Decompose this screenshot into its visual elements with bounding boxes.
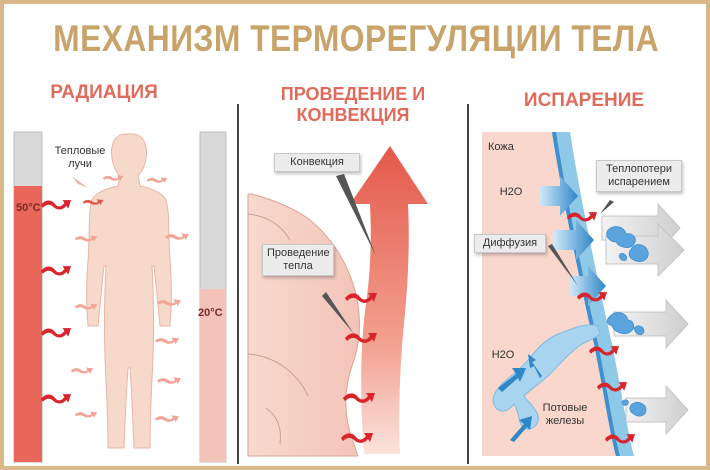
diagram-artwork bbox=[13, 131, 689, 463]
heat-wave-arrow bbox=[40, 266, 72, 276]
heat-wave-arrow bbox=[40, 394, 72, 404]
page-title: МЕХАНИЗМ ТЕРМОРЕГУЛЯЦИИ ТЕЛА bbox=[53, 18, 660, 59]
sweat-flow-arrow bbox=[528, 354, 542, 378]
label-pointer bbox=[72, 176, 88, 188]
label-pointer bbox=[336, 174, 376, 256]
convection-callout: Конвекция bbox=[274, 153, 360, 172]
thermometer-hot bbox=[13, 131, 43, 463]
section-divider-left bbox=[237, 104, 239, 464]
evaporation-arrow bbox=[613, 298, 689, 350]
human-silhouette bbox=[86, 133, 172, 449]
back-line bbox=[265, 407, 281, 445]
label-pointer bbox=[600, 200, 614, 214]
thermometer-cool bbox=[199, 131, 227, 463]
section-title-evaporation: ИСПАРЕНИЕ bbox=[523, 90, 645, 111]
heat-wave-arrow bbox=[40, 200, 72, 210]
sweat-flow-arrow bbox=[510, 416, 532, 442]
torso-outline bbox=[247, 193, 360, 457]
heat-rays-label: Тепловые лучи bbox=[54, 145, 106, 170]
convection-arrow bbox=[350, 146, 428, 454]
heat-ray-arrow bbox=[102, 175, 124, 182]
label-pointer bbox=[322, 292, 354, 334]
heat-ray-arrow bbox=[70, 367, 94, 374]
heat-ray-arrow bbox=[157, 377, 181, 385]
heat-ray-arrow bbox=[74, 411, 98, 418]
sweat-flow-arrow bbox=[498, 368, 526, 392]
heat-ray-arrow bbox=[155, 337, 179, 345]
heat-wave-arrow bbox=[40, 328, 72, 338]
label-pointer bbox=[548, 244, 578, 286]
sweat-glands-label: Потовые железы bbox=[542, 402, 588, 427]
heat-ray-arrow bbox=[146, 177, 168, 184]
evaporation-arrow bbox=[625, 384, 689, 436]
conduction-callout: Проведение тепла bbox=[262, 244, 334, 276]
skin-label: Кожа bbox=[488, 141, 514, 153]
temperature-low-label: 20°C bbox=[198, 307, 223, 319]
temperature-high-label: 50°C bbox=[16, 202, 41, 214]
h2o-label-bottom: H2O bbox=[491, 349, 515, 361]
diffusion-callout: Диффузия bbox=[474, 234, 546, 253]
section-title-radiation: РАДИАЦИЯ bbox=[50, 82, 158, 103]
evaporation-loss-callout: Теплопотери испарением bbox=[596, 160, 682, 192]
arm-line bbox=[247, 353, 309, 397]
h2o-label-top: H2O bbox=[499, 186, 523, 198]
heat-ray-arrow bbox=[74, 303, 98, 310]
diffusion-arrow bbox=[540, 176, 578, 216]
section-divider-right bbox=[467, 104, 469, 464]
water-droplets bbox=[606, 226, 649, 417]
diffusion-arrow bbox=[554, 220, 594, 260]
section-title-conduction-convection: ПРОВЕДЕНИЕ И КОНВЕКЦИЯ bbox=[280, 84, 426, 125]
shoulder-line bbox=[247, 213, 291, 241]
heat-ray-arrow bbox=[74, 235, 98, 242]
heat-ray-arrow bbox=[155, 415, 179, 423]
